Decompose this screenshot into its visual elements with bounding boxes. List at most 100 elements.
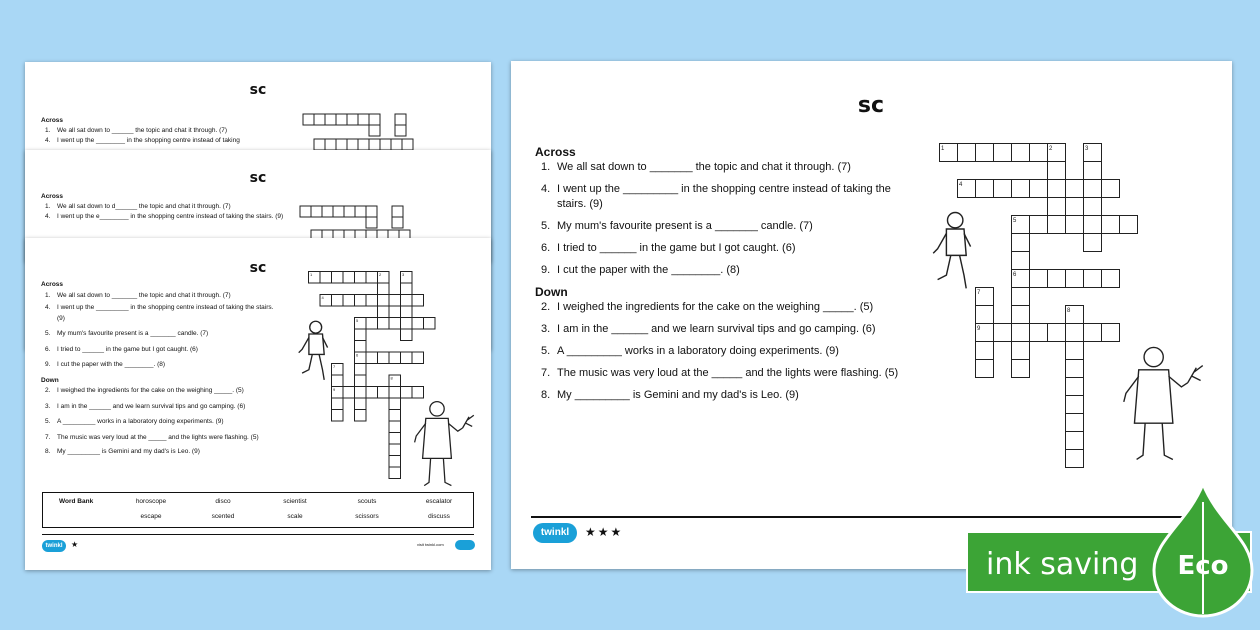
crossword-cell[interactable] xyxy=(400,351,413,364)
crossword-cell[interactable] xyxy=(400,305,413,318)
crossword-cell[interactable] xyxy=(993,323,1012,342)
crossword-cell[interactable] xyxy=(1083,269,1102,288)
crossword-cell[interactable] xyxy=(377,294,390,307)
crossword-cell[interactable] xyxy=(1047,197,1066,216)
crossword-cell[interactable] xyxy=(1011,143,1030,162)
crossword-cell[interactable] xyxy=(377,282,390,295)
crossword-cell[interactable] xyxy=(342,271,355,284)
crossword-cell[interactable] xyxy=(388,317,401,330)
crossword-cell[interactable] xyxy=(388,420,401,433)
crossword-cell[interactable] xyxy=(354,363,367,376)
crossword-cell[interactable] xyxy=(342,386,355,399)
crossword-cell[interactable] xyxy=(1029,323,1048,342)
crossword-cell[interactable] xyxy=(319,271,332,284)
crossword-cell[interactable] xyxy=(365,351,378,364)
crossword-cell[interactable] xyxy=(388,455,401,468)
crossword-cell[interactable] xyxy=(1065,179,1084,198)
crossword-cell[interactable] xyxy=(365,317,378,330)
crossword-cell[interactable] xyxy=(1083,323,1102,342)
crossword-cell[interactable] xyxy=(411,294,424,307)
crossword-cell[interactable] xyxy=(354,397,367,410)
crossword-cell[interactable] xyxy=(331,271,344,284)
crossword-cell[interactable] xyxy=(1029,215,1048,234)
crossword-cell[interactable] xyxy=(1065,215,1084,234)
crossword-cell[interactable] xyxy=(975,341,994,360)
crossword-cell[interactable] xyxy=(1047,179,1066,198)
crossword-cell[interactable] xyxy=(1083,179,1102,198)
crossword-cell[interactable] xyxy=(377,317,390,330)
crossword-cell[interactable] xyxy=(388,466,401,479)
crossword-cell[interactable] xyxy=(388,386,401,399)
crossword-cell[interactable] xyxy=(400,328,413,341)
crossword-cell[interactable] xyxy=(1065,413,1084,432)
crossword-cell[interactable] xyxy=(331,374,344,387)
crossword-cell[interactable] xyxy=(1047,269,1066,288)
crossword-cell[interactable] xyxy=(1011,233,1030,252)
crossword-cell[interactable] xyxy=(423,317,436,330)
crossword-cell[interactable] xyxy=(388,409,401,422)
crossword-cell[interactable] xyxy=(377,351,390,364)
crossword-cell[interactable] xyxy=(1065,359,1084,378)
crossword-cell[interactable] xyxy=(1065,449,1084,468)
crossword-cell[interactable] xyxy=(365,386,378,399)
crossword-cell[interactable] xyxy=(377,386,390,399)
crossword-cell[interactable] xyxy=(1011,341,1030,360)
crossword-cell[interactable] xyxy=(1011,179,1030,198)
crossword-cell[interactable] xyxy=(975,179,994,198)
crossword-cell[interactable] xyxy=(975,305,994,324)
crossword-cell[interactable] xyxy=(1101,323,1120,342)
crossword-cell[interactable] xyxy=(388,443,401,456)
crossword-cell[interactable] xyxy=(1011,287,1030,306)
crossword-cell[interactable] xyxy=(1119,215,1138,234)
crossword-cell[interactable] xyxy=(411,317,424,330)
crossword-cell[interactable] xyxy=(1101,179,1120,198)
crossword-cell[interactable] xyxy=(354,386,367,399)
crossword-cell[interactable] xyxy=(400,317,413,330)
crossword-cell[interactable] xyxy=(1011,323,1030,342)
crossword-cell[interactable] xyxy=(388,397,401,410)
crossword-cell[interactable] xyxy=(400,282,413,295)
crossword-cell[interactable] xyxy=(1101,269,1120,288)
crossword-cell[interactable] xyxy=(1083,161,1102,180)
worksheet-thumbnail-front[interactable]: sc Across 1.We all sat down to _______ t… xyxy=(25,238,491,570)
crossword-cell[interactable] xyxy=(1011,359,1030,378)
crossword-cell[interactable] xyxy=(1065,341,1084,360)
crossword-cell[interactable] xyxy=(354,374,367,387)
crossword-cell[interactable] xyxy=(957,143,976,162)
crossword-cell[interactable] xyxy=(1083,215,1102,234)
crossword-cell[interactable] xyxy=(993,179,1012,198)
crossword-cell[interactable] xyxy=(1065,377,1084,396)
crossword-cell[interactable] xyxy=(331,294,344,307)
crossword-cell[interactable] xyxy=(975,359,994,378)
crossword-cell[interactable] xyxy=(354,328,367,341)
crossword-cell[interactable] xyxy=(1101,215,1120,234)
crossword-cell[interactable] xyxy=(1047,161,1066,180)
crossword-cell[interactable] xyxy=(1065,269,1084,288)
crossword-cell[interactable] xyxy=(331,409,344,422)
crossword-cell[interactable] xyxy=(1083,233,1102,252)
crossword-cell[interactable] xyxy=(400,294,413,307)
worksheet-preview-large[interactable]: sc Across 1.We all sat down to _______ t… xyxy=(511,61,1232,569)
crossword-cell[interactable] xyxy=(1029,269,1048,288)
crossword-cell[interactable] xyxy=(975,143,994,162)
crossword-cell[interactable] xyxy=(354,294,367,307)
crossword-cell[interactable] xyxy=(1029,179,1048,198)
crossword-cell[interactable] xyxy=(377,305,390,318)
crossword-cell[interactable] xyxy=(388,351,401,364)
crossword-cell[interactable] xyxy=(1065,431,1084,450)
crossword-cell[interactable] xyxy=(388,294,401,307)
crossword-cell[interactable] xyxy=(400,386,413,399)
crossword-cell[interactable] xyxy=(331,397,344,410)
crossword-cell[interactable] xyxy=(354,409,367,422)
crossword-cell[interactable] xyxy=(411,386,424,399)
crossword-cell[interactable] xyxy=(1083,197,1102,216)
crossword-cell[interactable] xyxy=(1047,323,1066,342)
crossword-cell[interactable] xyxy=(342,294,355,307)
crossword-cell[interactable] xyxy=(1029,143,1048,162)
crossword-cell[interactable] xyxy=(365,294,378,307)
crossword-cell[interactable] xyxy=(411,351,424,364)
crossword-cell[interactable] xyxy=(1065,323,1084,342)
crossword-cell[interactable] xyxy=(1011,305,1030,324)
crossword-cell[interactable] xyxy=(1011,251,1030,270)
crossword-cell[interactable] xyxy=(365,271,378,284)
